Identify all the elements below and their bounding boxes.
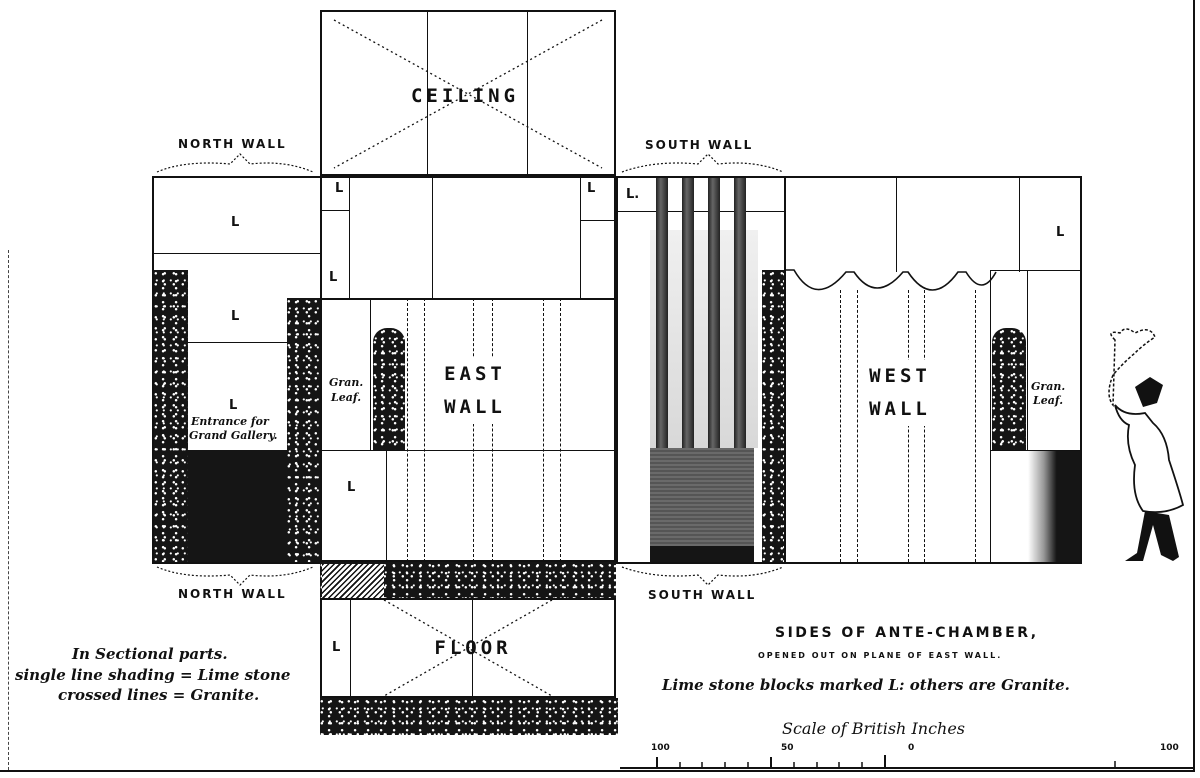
east-wall-joint <box>349 176 350 300</box>
south-wall-top-brace <box>621 153 784 173</box>
west-wall-label: WEST <box>860 360 940 393</box>
diagram-note: Lime stone blocks marked L: others are G… <box>662 676 1070 694</box>
entrance-label: Entrance for <box>191 415 269 428</box>
east-wall-groove <box>407 298 408 562</box>
west-wall-joint <box>1027 270 1028 450</box>
north-wall-top-brace <box>156 153 314 173</box>
east-wall-groove <box>560 298 561 562</box>
west-wall-groove <box>857 290 858 562</box>
north-wall-top-label: NORTH WALL <box>178 137 287 151</box>
scale-bar <box>620 755 1195 769</box>
granite-leaf-groove <box>373 328 405 450</box>
granite-jamb-left <box>154 270 188 562</box>
west-wall-joint <box>1019 176 1020 272</box>
north-wall-bottom-label: NORTH WALL <box>178 587 287 601</box>
south-wall-course <box>616 211 786 212</box>
scale-title: Scale of British Inches <box>782 719 966 738</box>
limestone-marker: L <box>587 181 596 196</box>
south-wall-bottom-brace <box>621 566 784 586</box>
east-wall-groove <box>492 298 493 562</box>
limestone-marker: L <box>229 398 238 413</box>
east-wall-joint <box>432 176 433 300</box>
figure-with-torch-icon <box>1108 328 1185 561</box>
west-wall-groove <box>924 290 925 562</box>
ceiling-diagonals <box>333 19 603 169</box>
west-wall-groove <box>908 290 909 562</box>
page-border-right <box>1193 0 1195 770</box>
limestone-marker: L <box>332 640 341 655</box>
ceiling-label: CEILING <box>410 85 520 107</box>
gran-leaf-label: Leaf. <box>1033 394 1064 407</box>
limestone-marker-dot: L. <box>626 187 640 202</box>
east-wall-groove <box>543 298 544 562</box>
south-wall-bottom-label: SOUTH WALL <box>648 588 757 602</box>
west-wall-shadow <box>1028 451 1080 562</box>
east-wall-groove <box>424 298 425 562</box>
page-border-left <box>8 250 9 770</box>
north-wall-bottom-brace <box>156 566 314 586</box>
east-wall-lower <box>320 298 616 562</box>
portcullis-sill <box>650 546 754 562</box>
ceiling-divider <box>427 12 428 176</box>
east-wall-upper <box>320 176 616 300</box>
east-wall-label: EAST <box>425 358 525 391</box>
east-wall-course <box>320 450 616 451</box>
limestone-marker: L <box>231 309 240 324</box>
gran-leaf-label: Leaf. <box>331 391 362 404</box>
floor-diagonals <box>383 599 553 697</box>
west-wall-joint <box>896 176 897 272</box>
east-wall-label: WALL <box>425 391 525 424</box>
page-border-bottom <box>0 770 1195 772</box>
limestone-marker: L <box>347 480 356 495</box>
west-wall-groove <box>840 290 841 562</box>
portcullis-groove <box>682 178 694 448</box>
floor-lower-band <box>320 698 618 735</box>
south-wall-top-label: SOUTH WALL <box>645 138 754 152</box>
west-wall-course <box>990 270 1082 271</box>
limestone-marker: L <box>329 270 338 285</box>
portcullis-groove <box>708 178 720 448</box>
limestone-marker: L <box>1056 225 1065 240</box>
west-wall-groove <box>975 290 976 562</box>
diagram-title: SIDES OF ANTE-CHAMBER, <box>775 625 1039 641</box>
west-wall-joint <box>990 270 991 564</box>
west-wall-scallops <box>786 269 997 291</box>
portcullis-block <box>650 448 754 548</box>
portcullis-groove <box>734 178 746 448</box>
scale-tick-label: 100 <box>1160 743 1179 753</box>
gran-leaf-label: Gran. <box>329 376 364 389</box>
floor-divider <box>350 598 351 698</box>
east-wall-joint <box>580 176 581 300</box>
diagram-subtitle: OPENED OUT ON PLANE OF EAST WALL. <box>758 651 1003 660</box>
north-wall-course <box>152 253 322 254</box>
granite-jamb-right <box>287 298 320 562</box>
granite-leaf-groove-west <box>992 328 1026 450</box>
limestone-marker: L <box>335 181 344 196</box>
scale-tick-label: 50 <box>781 743 794 753</box>
floor-label: FLOOR <box>434 637 512 659</box>
west-wall-course <box>990 450 1082 451</box>
north-wall-course <box>188 342 287 343</box>
east-wall-course <box>580 220 616 221</box>
scale-tick-label: 0 <box>908 743 915 753</box>
granite-jamb-south-right <box>762 270 786 562</box>
limestone-marker: L <box>231 215 240 230</box>
limestone-hatch <box>322 564 384 598</box>
entrance-label: Grand Gallery. <box>189 429 278 442</box>
east-wall-groove <box>473 298 474 562</box>
east-wall-joint <box>386 450 387 562</box>
scale-tick-label: 100 <box>651 743 670 753</box>
east-wall-joint <box>370 298 371 450</box>
east-wall-course <box>320 210 350 211</box>
granite-base <box>188 450 287 562</box>
legend-line-3: crossed lines = Granite. <box>58 686 260 704</box>
floor-divider <box>472 598 473 698</box>
ceiling-divider <box>527 12 528 176</box>
legend-line-2: single line shading = Lime stone <box>15 666 291 684</box>
west-wall-label: WALL <box>860 393 940 426</box>
gran-leaf-label: Gran. <box>1031 380 1066 393</box>
legend-line-1: In Sectional parts. <box>72 645 228 663</box>
portcullis-groove <box>656 178 668 448</box>
